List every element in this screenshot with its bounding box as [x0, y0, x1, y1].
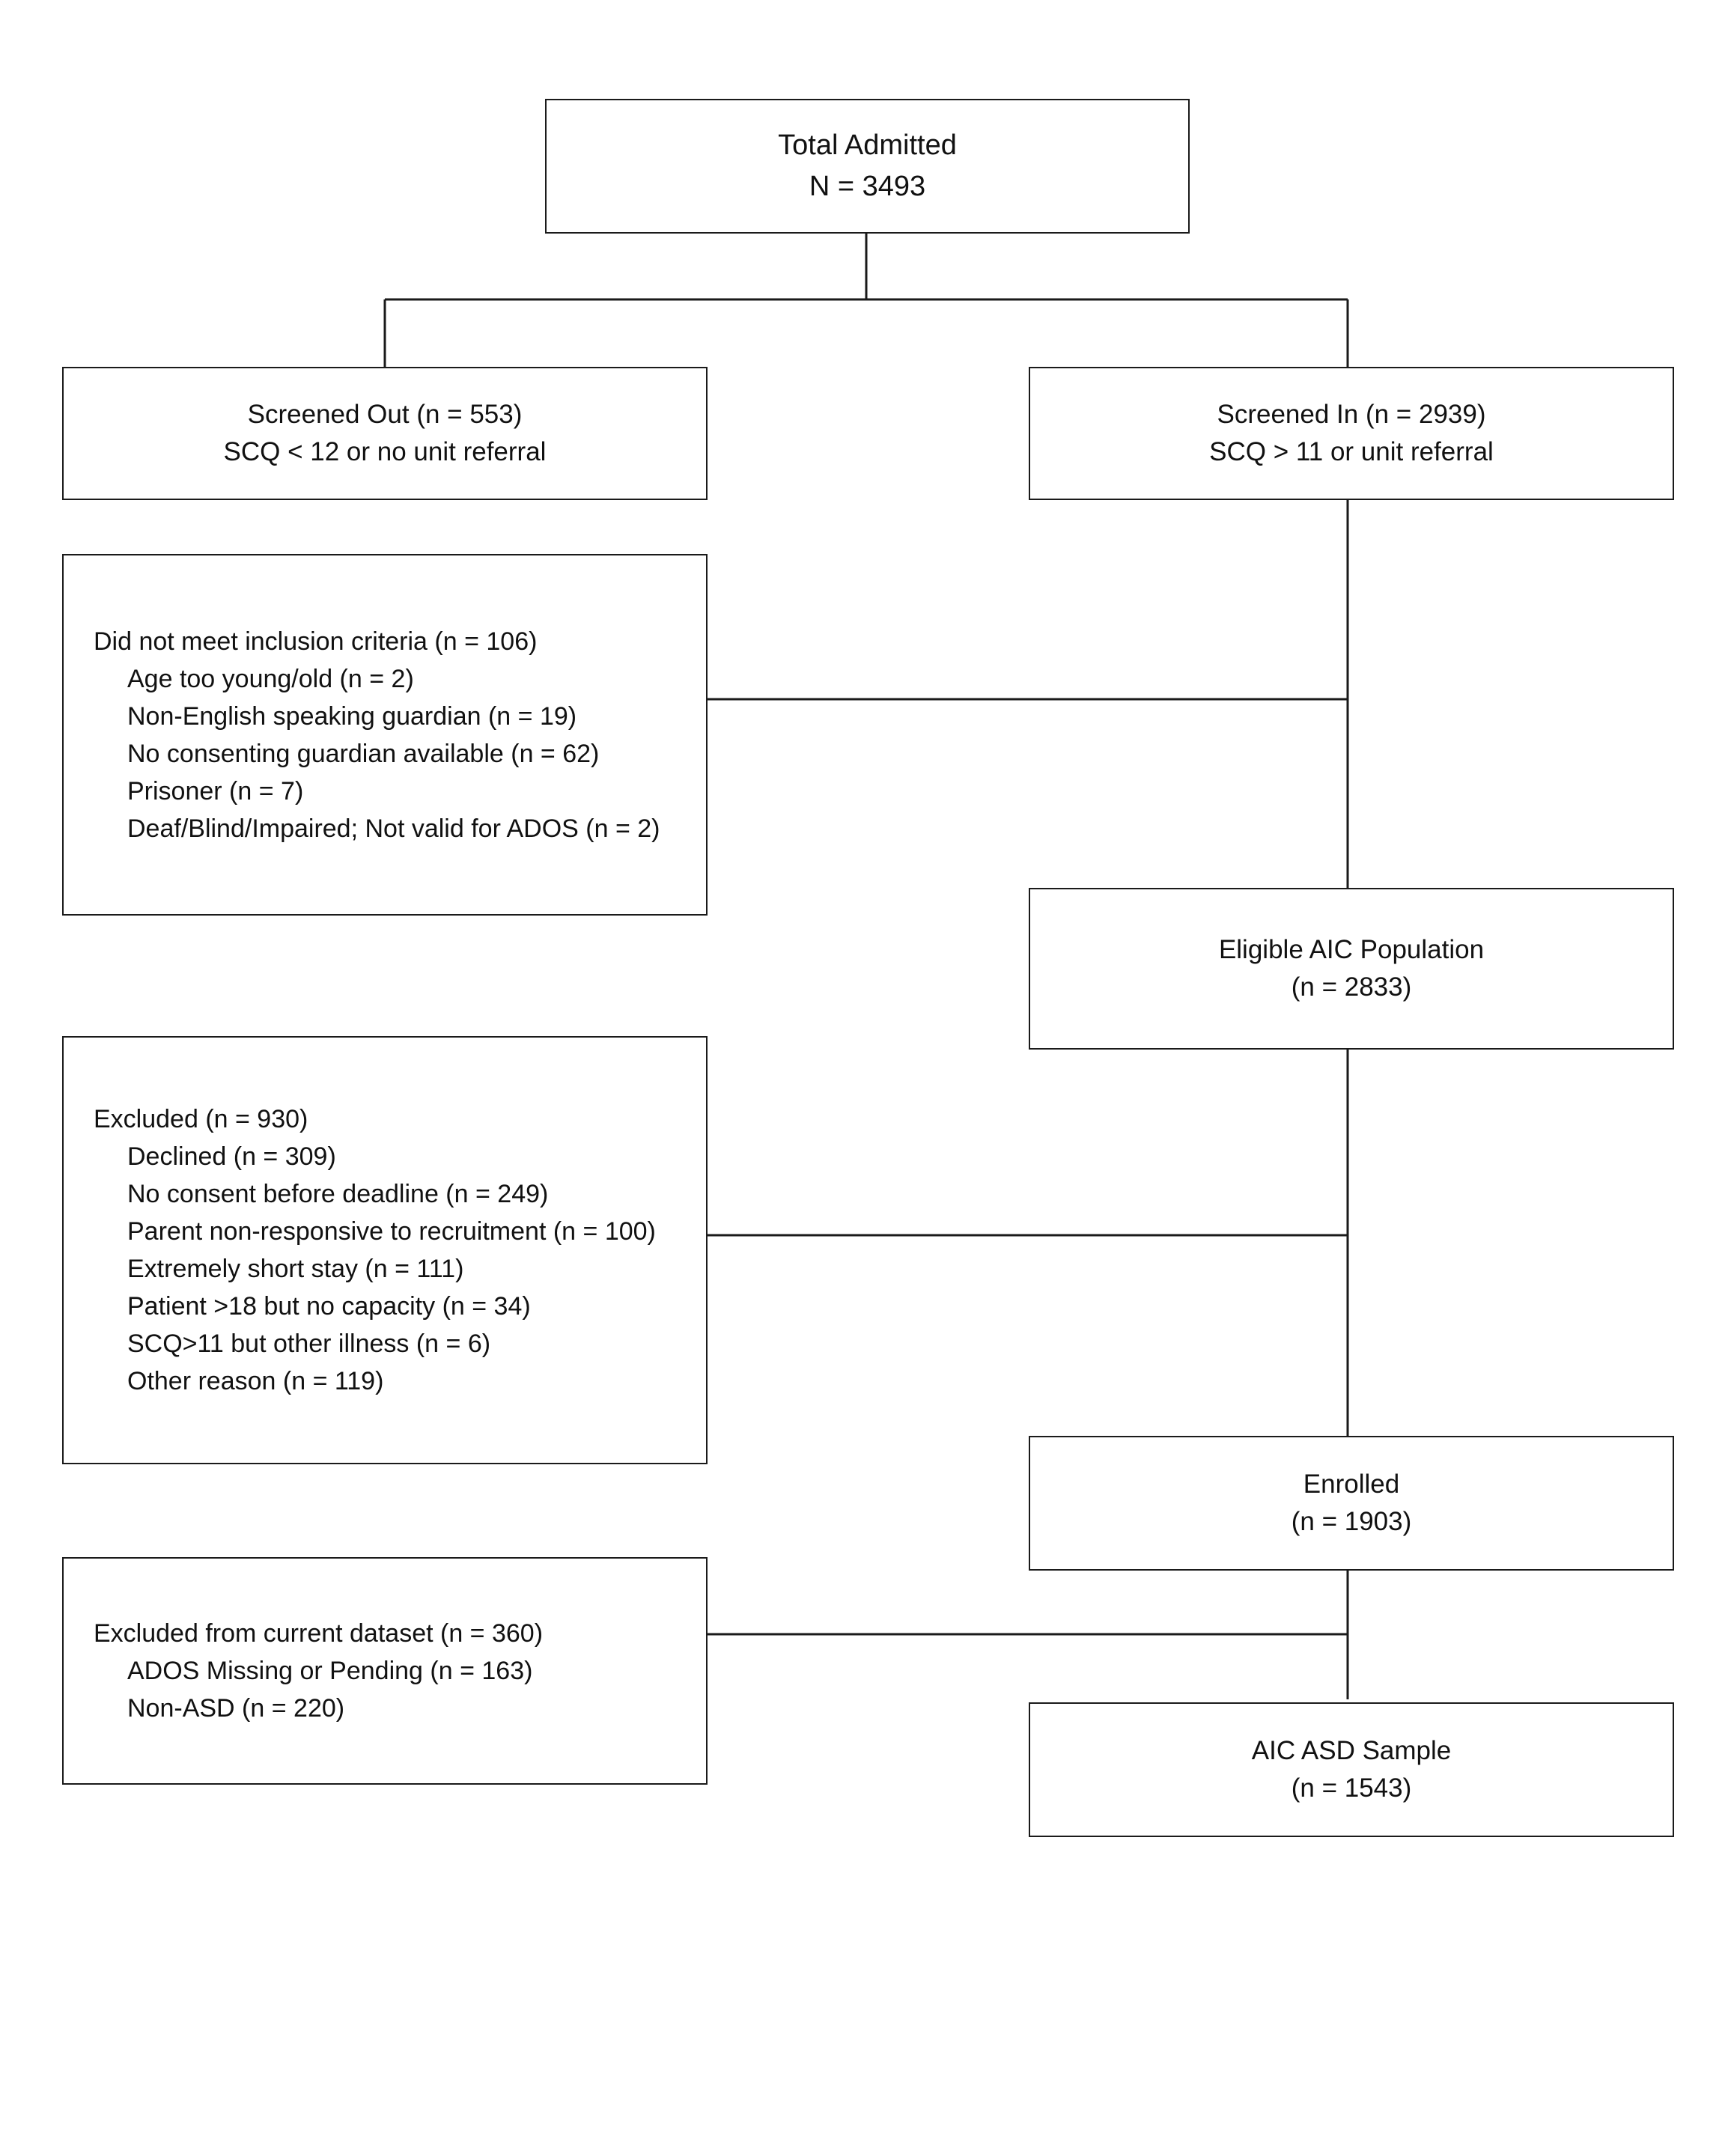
excluded-dataset-item: Non-ASD (n = 220)	[127, 1694, 345, 1723]
enrolled-label: Enrolled	[1303, 1470, 1400, 1499]
inclusion-item: Age too young/old (n = 2)	[127, 664, 414, 693]
excluded-item: Parent non-responsive to recruitment (n …	[127, 1217, 656, 1246]
eligible-label: Eligible AIC Population	[1218, 935, 1485, 964]
inclusion-item: No consenting guardian available (n = 62…	[127, 739, 600, 768]
excluded-dataset-header: Excluded from current dataset (n = 360)	[94, 1619, 544, 1648]
excluded-item: Patient >18 but no capacity (n = 34)	[127, 1292, 531, 1321]
asd-sample-label: AIC ASD Sample	[1251, 1736, 1452, 1765]
excluded-header: Excluded (n = 930)	[94, 1105, 308, 1133]
asd-sample-box: AIC ASD Sample (n = 1543)	[1029, 1702, 1674, 1837]
inclusion-item: Non-English speaking guardian (n = 19)	[127, 701, 577, 731]
total-admitted-label: Total Admitted	[778, 130, 957, 161]
screened-out-label: Screened Out (n = 553)	[247, 400, 523, 429]
enrolled-box: Enrolled (n = 1903)	[1029, 1436, 1674, 1571]
excluded-box: Excluded (n = 930) Declined (n = 309) No…	[62, 1036, 708, 1464]
eligible-population-box: Eligible AIC Population (n = 2833)	[1029, 888, 1674, 1050]
excluded-item: Other reason (n = 119)	[127, 1367, 384, 1395]
screened-out-box: Screened Out (n = 553) SCQ < 12 or no un…	[62, 367, 708, 500]
excluded-item: SCQ>11 but other illness (n = 6)	[127, 1330, 491, 1358]
inclusion-criteria-box: Did not meet inclusion criteria (n = 106…	[62, 554, 708, 916]
enrolled-count: (n = 1903)	[1291, 1507, 1412, 1536]
inclusion-item: Prisoner (n = 7)	[127, 776, 304, 806]
total-admitted-count: N = 3493	[809, 171, 926, 202]
eligible-count: (n = 2833)	[1291, 972, 1412, 1002]
excluded-item: Declined (n = 309)	[127, 1142, 336, 1171]
inclusion-header: Did not meet inclusion criteria (n = 106…	[94, 627, 538, 656]
screened-in-criteria: SCQ > 11 or unit referral	[1209, 437, 1494, 466]
excluded-item: No consent before deadline (n = 249)	[127, 1180, 549, 1208]
screened-in-label: Screened In (n = 2939)	[1217, 400, 1486, 429]
inclusion-item: Deaf/Blind/Impaired; Not valid for ADOS …	[127, 814, 660, 843]
screened-out-criteria: SCQ < 12 or no unit referral	[223, 437, 547, 466]
excluded-item: Extremely short stay (n = 111)	[127, 1255, 464, 1283]
total-admitted-box: Total Admitted N = 3493	[545, 99, 1190, 234]
screened-in-box: Screened In (n = 2939) SCQ > 11 or unit …	[1029, 367, 1674, 500]
excluded-dataset-box: Excluded from current dataset (n = 360) …	[62, 1557, 708, 1785]
excluded-dataset-item: ADOS Missing or Pending (n = 163)	[127, 1657, 533, 1685]
asd-sample-count: (n = 1543)	[1291, 1773, 1412, 1803]
